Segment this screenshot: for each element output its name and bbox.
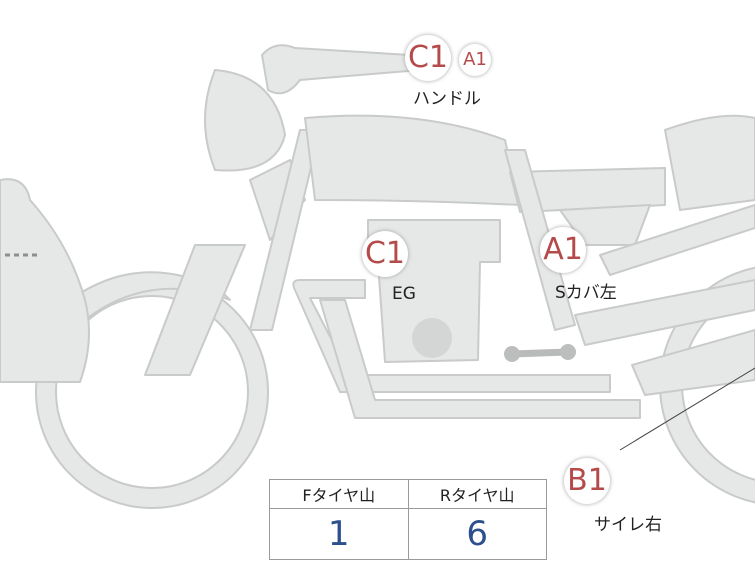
left-fairing xyxy=(0,178,90,383)
engine-cover xyxy=(412,318,452,358)
label-engine: EG xyxy=(392,284,416,304)
marker-a1-handle[interactable]: A1 xyxy=(459,44,491,76)
table-value-row: 1 6 xyxy=(269,508,547,560)
label-side-cover-left: Sカバ左 xyxy=(555,283,617,303)
foot-peg-end-right xyxy=(560,344,576,360)
marker-c1-eg[interactable]: C1 xyxy=(362,231,408,277)
front-tire-value[interactable]: 1 xyxy=(269,508,409,560)
tire-tread-table: Fタイヤ山 Rタイヤ山 1 6 xyxy=(269,479,547,560)
headlight xyxy=(204,69,286,172)
table-header-row: Fタイヤ山 Rタイヤ山 xyxy=(269,479,547,509)
exhaust-lower xyxy=(319,299,641,419)
fuel-tank xyxy=(304,114,521,206)
seat-rear xyxy=(664,114,755,211)
muffler xyxy=(631,329,755,396)
rear-tire-header: Rタイヤ山 xyxy=(407,479,547,509)
label-handle: ハンドル xyxy=(413,89,481,109)
label-side-right: サイレ右 xyxy=(594,515,662,535)
exhaust-upper xyxy=(292,279,611,393)
frame-rear-tube xyxy=(504,149,576,331)
marker-b1-side-right[interactable]: B1 xyxy=(564,458,610,504)
leader-line xyxy=(619,367,755,451)
rear-tire-value[interactable]: 6 xyxy=(407,508,547,560)
front-tire-header: Fタイヤ山 xyxy=(269,479,409,509)
swing-arm xyxy=(574,279,755,346)
seat-front xyxy=(509,167,666,213)
marker-c1-handle[interactable]: C1 xyxy=(405,35,451,81)
handlebar xyxy=(261,44,421,95)
front-fork xyxy=(144,244,246,376)
frame-upper-rail xyxy=(599,204,755,276)
foot-peg xyxy=(508,348,572,358)
marker-a1-side-cover[interactable]: A1 xyxy=(540,227,586,273)
foot-peg-end-left xyxy=(504,346,520,362)
